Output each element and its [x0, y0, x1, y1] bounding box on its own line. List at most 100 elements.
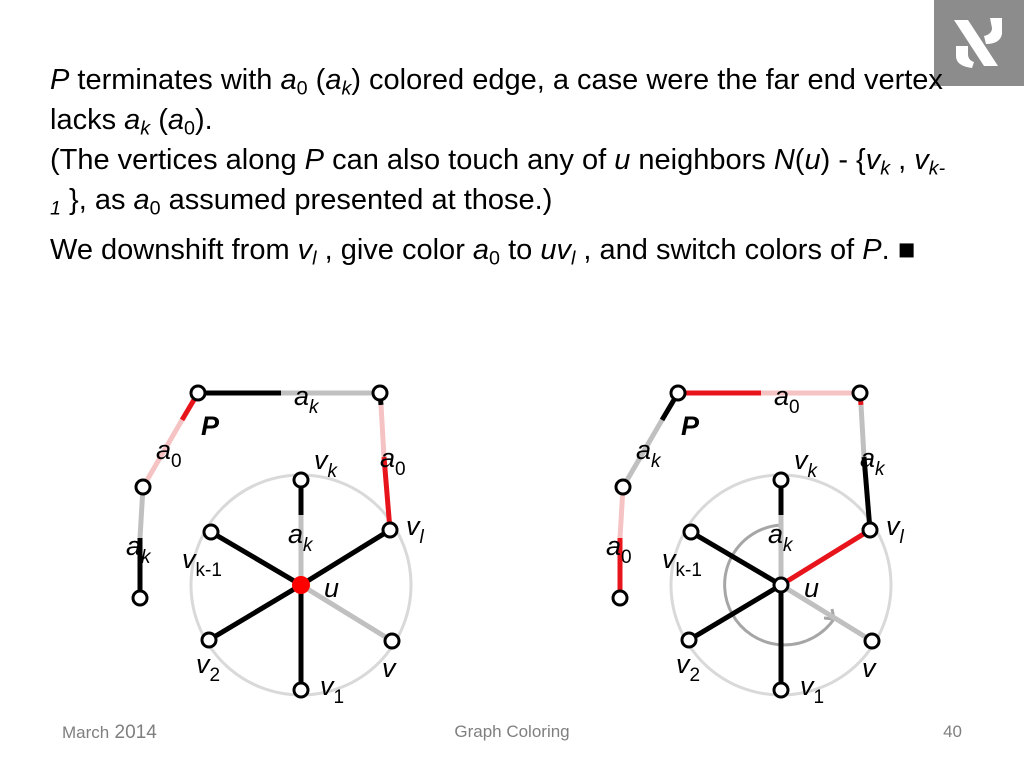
vertex-label: vl — [406, 511, 425, 548]
vertex-v1 — [292, 681, 310, 699]
edge-label: ak — [636, 435, 662, 472]
text: terminates with — [69, 64, 281, 96]
uv-symbol: uv — [540, 234, 571, 266]
vertex-label: v — [382, 653, 397, 683]
edge — [381, 456, 393, 531]
text: , — [890, 144, 915, 176]
subscript: 0 — [149, 197, 161, 220]
a-symbol: a — [472, 234, 490, 266]
a-symbol: a — [124, 104, 141, 136]
vertex-label: v2 — [196, 649, 220, 686]
path-label: P — [681, 411, 700, 441]
vertex — [611, 589, 629, 607]
subscript: k — [140, 117, 151, 140]
text: ( — [307, 64, 326, 96]
vertex-v — [863, 632, 881, 650]
vertex-label: vk-1 — [182, 544, 222, 581]
footer-date: March 2014 — [62, 722, 157, 744]
p-symbol: P — [50, 64, 70, 96]
edge-label: a0 — [156, 435, 182, 472]
edge-label: a0 — [606, 531, 632, 568]
edge — [687, 582, 783, 643]
edge — [299, 582, 394, 644]
text: (The vertices along — [50, 144, 305, 176]
subscript: k — [341, 77, 352, 100]
slide-body: P terminates with a0 (ak) colored edge, … — [50, 60, 950, 270]
vertex-label: v1 — [320, 671, 344, 708]
p-symbol: P — [862, 234, 882, 266]
p-symbol: P — [304, 144, 325, 176]
v-symbol: v — [865, 144, 881, 176]
text: ) - { — [820, 144, 866, 176]
vertex-v2 — [200, 631, 218, 649]
text: assumed presented at those.) — [160, 184, 553, 216]
edge — [140, 418, 185, 489]
text: . ■ — [881, 234, 916, 266]
paragraph-1: P terminates with a0 (ak) colored edge, … — [50, 60, 950, 140]
vertex — [614, 478, 632, 496]
vertex-v2 — [680, 631, 698, 649]
graph-after: P a0 ak a0 ak ak vk vk-1 vl v2 v1 v u — [606, 381, 905, 708]
edge — [861, 456, 873, 531]
vertex-vk1 — [202, 523, 220, 541]
edge-label: ak — [288, 519, 314, 556]
diagram-before: P ak a0 ak a0 ak vk vk-1 vl v2 v1 v u — [118, 375, 448, 715]
center-label: u — [324, 573, 339, 603]
u-symbol: u — [614, 144, 631, 176]
edge — [207, 582, 303, 643]
footer-month: March — [62, 723, 110, 742]
vertex-vk1 — [682, 523, 700, 541]
text: ( — [150, 104, 168, 136]
vertex-label: vk — [314, 445, 339, 482]
edge — [620, 418, 665, 489]
vertex-label: v1 — [800, 671, 824, 708]
vertex-vk — [292, 471, 310, 489]
center-label: u — [804, 573, 819, 603]
text: to — [500, 234, 541, 266]
text: neighbors — [630, 144, 774, 176]
subscript: l — [312, 247, 317, 270]
logo — [934, 0, 1024, 86]
text: }, as — [60, 184, 134, 216]
path-label: P — [201, 411, 220, 441]
text: We downshift from — [50, 234, 298, 266]
vertex-vl — [381, 521, 399, 539]
text: ( — [794, 144, 805, 176]
u-symbol: u — [804, 144, 821, 176]
edge — [617, 486, 626, 539]
edge — [299, 527, 392, 588]
edge — [689, 529, 783, 588]
page-number: 40 — [943, 722, 962, 741]
footer-title: Graph Coloring — [454, 722, 570, 741]
vertex-vk — [772, 471, 790, 489]
subscript: l — [570, 247, 576, 270]
a-symbol: a — [133, 184, 150, 216]
vertex — [131, 589, 149, 607]
subscript: k-1 — [50, 157, 946, 220]
n-symbol: N — [773, 144, 795, 176]
graph-before: P ak a0 ak a0 ak vk vk-1 vl v2 v1 v u — [126, 381, 425, 708]
paragraph-2: (The vertices along P can also touch any… — [50, 140, 950, 220]
subscript: 0 — [184, 117, 195, 140]
edge — [779, 527, 872, 588]
vertex — [189, 384, 207, 402]
vertex — [669, 384, 687, 402]
text: ) colored edge, a case were the far end … — [50, 64, 943, 136]
vertex-v1 — [772, 681, 790, 699]
edge-label: ak — [768, 519, 794, 556]
a-symbol: a — [325, 64, 342, 96]
edge-label: a0 — [380, 443, 406, 480]
aleph-logo-icon — [934, 0, 1024, 86]
vertex-label: v — [862, 653, 877, 683]
edge-label: ak — [860, 443, 886, 480]
paragraph-3: We downshift from vl , give color a0 to … — [50, 230, 950, 270]
edge-label: ak — [126, 531, 152, 568]
text: ). — [194, 104, 213, 136]
vertex-vl — [861, 521, 879, 539]
footer-year: 2014 — [109, 722, 157, 743]
vertex-label: v2 — [676, 649, 700, 686]
vertex-label: vl — [886, 511, 905, 548]
edge — [209, 529, 303, 588]
edge — [858, 404, 867, 458]
vertex-v — [383, 632, 401, 650]
